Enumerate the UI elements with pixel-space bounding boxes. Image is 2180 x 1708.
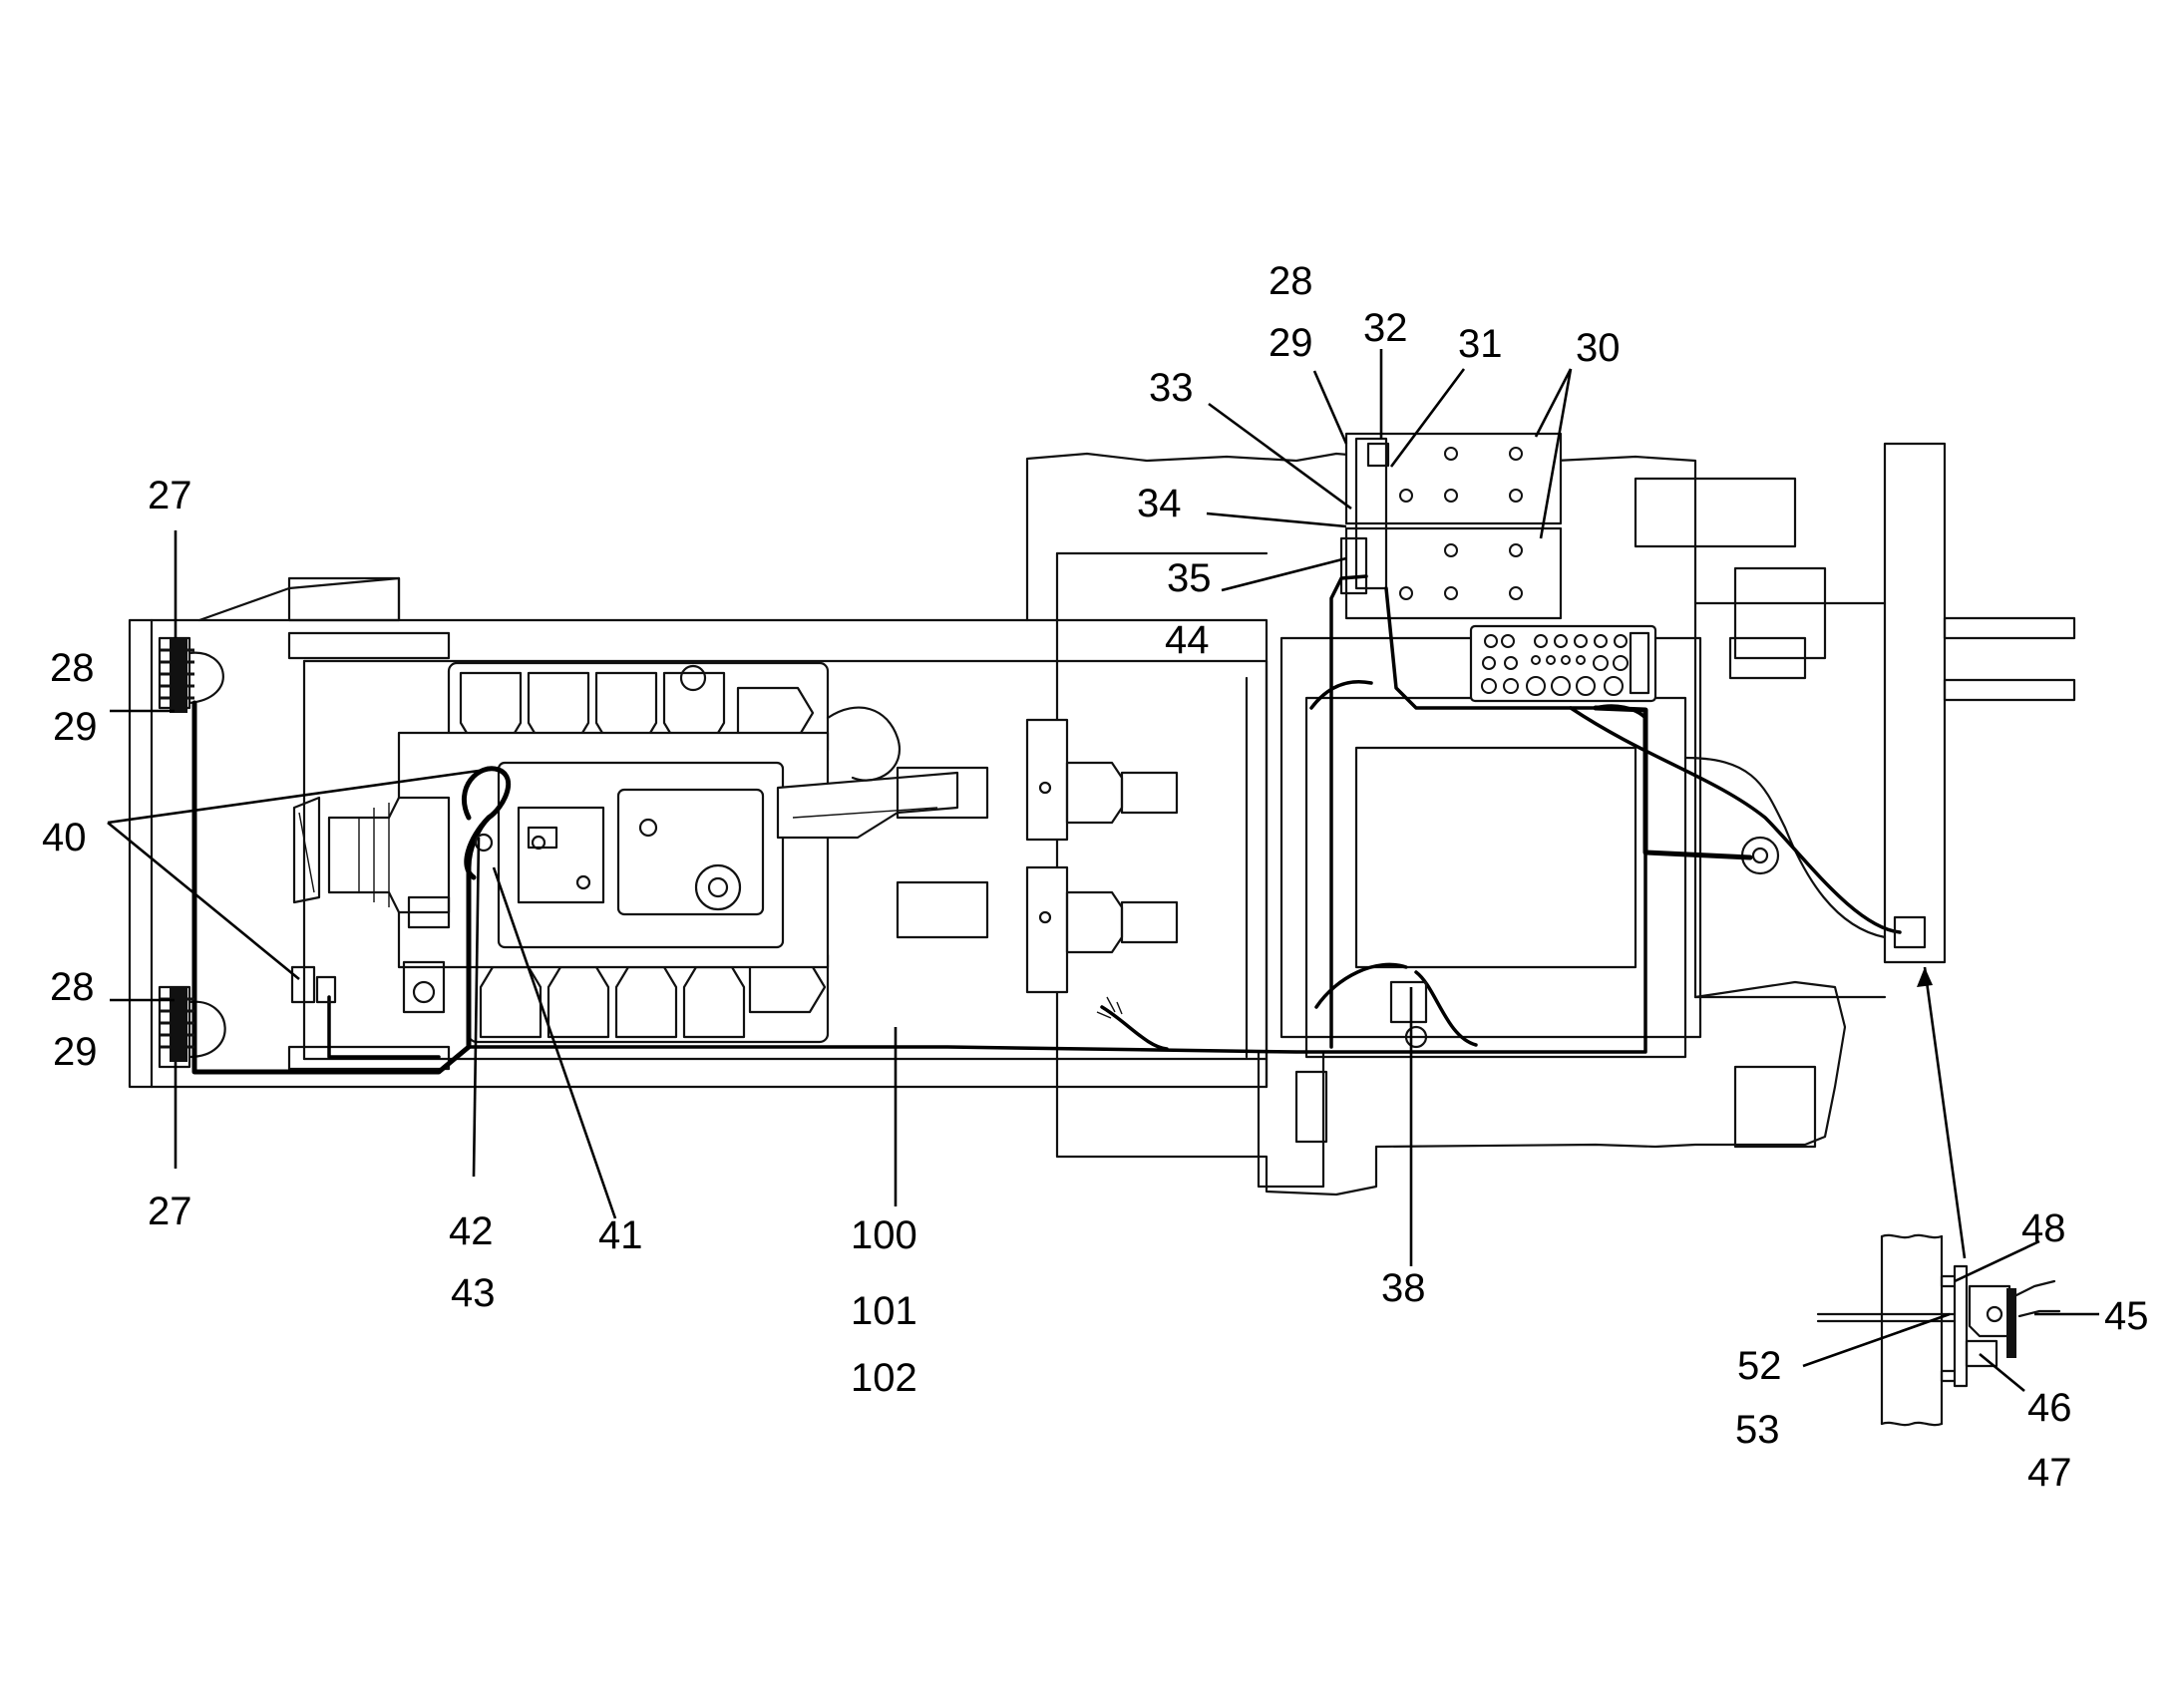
callout-28-top: 28 <box>1269 259 1313 303</box>
callout-labels: 27 28 29 40 28 29 27 42 43 41 100 101 10… <box>42 259 2149 1495</box>
control-plates <box>1339 432 1563 620</box>
callout-43: 43 <box>451 1271 496 1315</box>
callout-101: 101 <box>851 1289 917 1333</box>
callout-29-left-bot: 29 <box>53 1030 98 1074</box>
callout-30: 30 <box>1576 326 1621 370</box>
callout-47: 47 <box>2027 1451 2072 1495</box>
callout-31: 31 <box>1458 322 1503 366</box>
callout-28-left-bot: 28 <box>50 965 95 1009</box>
callout-27-top: 27 <box>148 474 192 517</box>
callout-32: 32 <box>1363 306 1408 350</box>
callout-52: 52 <box>1737 1344 1782 1388</box>
callout-53: 53 <box>1735 1408 1780 1452</box>
callout-29-left-top: 29 <box>53 705 98 749</box>
callout-102: 102 <box>851 1356 917 1400</box>
callout-40: 40 <box>42 816 87 859</box>
wiring-harness <box>160 574 1927 1075</box>
callout-33: 33 <box>1149 366 1194 410</box>
connector-panel <box>1469 624 1657 703</box>
callout-44: 44 <box>1165 618 1210 662</box>
callout-41: 41 <box>598 1213 643 1257</box>
engine <box>327 661 1179 1044</box>
callout-29-top: 29 <box>1269 321 1313 365</box>
callout-45: 45 <box>2104 1294 2149 1338</box>
callout-46: 46 <box>2027 1386 2072 1430</box>
callout-27-bot: 27 <box>148 1190 192 1233</box>
callout-35: 35 <box>1167 556 1212 600</box>
callout-42: 42 <box>449 1209 494 1253</box>
callout-100: 100 <box>851 1213 917 1257</box>
leader-lines <box>107 349 2099 1393</box>
callout-34: 34 <box>1137 482 1182 525</box>
callout-38: 38 <box>1381 1266 1426 1310</box>
callout-48: 48 <box>2021 1206 2066 1250</box>
callout-28-left-top: 28 <box>50 646 95 690</box>
inset-detail <box>1816 966 2061 1427</box>
